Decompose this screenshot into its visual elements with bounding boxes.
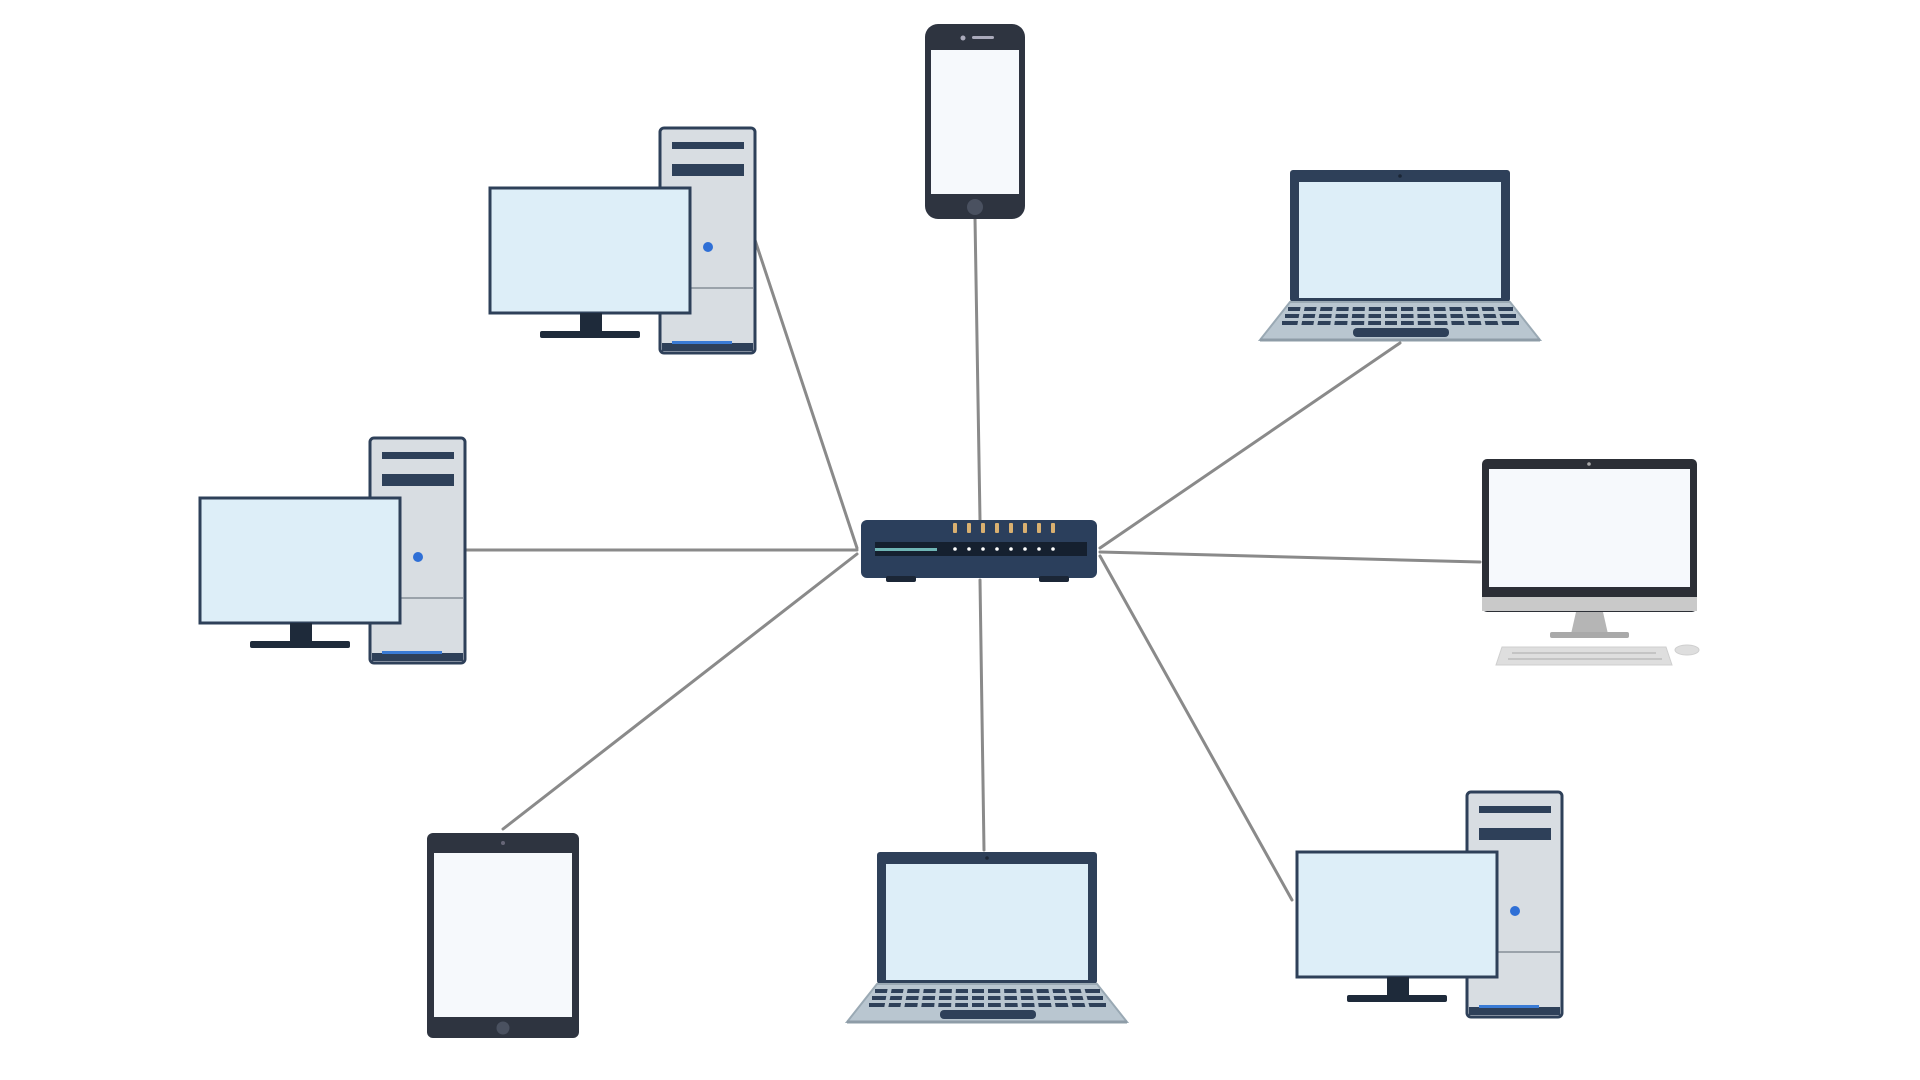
link-desktop-bottom-right bbox=[1098, 554, 1294, 902]
network-switch bbox=[861, 520, 1097, 582]
laptop-bottom-icon bbox=[845, 850, 1129, 1024]
link-desktop-top-left bbox=[753, 238, 859, 550]
smartphone-icon bbox=[925, 24, 1025, 219]
tablet-icon bbox=[427, 833, 579, 1038]
link-tablet-bottom-left bbox=[501, 552, 859, 831]
laptop-top-right-icon bbox=[1258, 168, 1542, 342]
desktop-computer-top-left-icon bbox=[488, 126, 757, 355]
link-laptop-bottom bbox=[978, 578, 986, 852]
link-all-in-one-right bbox=[1098, 550, 1482, 564]
desktop-computer-bottom-right-icon bbox=[1295, 790, 1564, 1019]
link-laptop-top-right bbox=[1098, 341, 1402, 550]
link-smartphone-top bbox=[973, 216, 982, 522]
desktop-computer-left-icon bbox=[198, 436, 467, 665]
all-in-one-computer-icon bbox=[1481, 458, 1700, 666]
connection-links bbox=[463, 216, 1482, 902]
